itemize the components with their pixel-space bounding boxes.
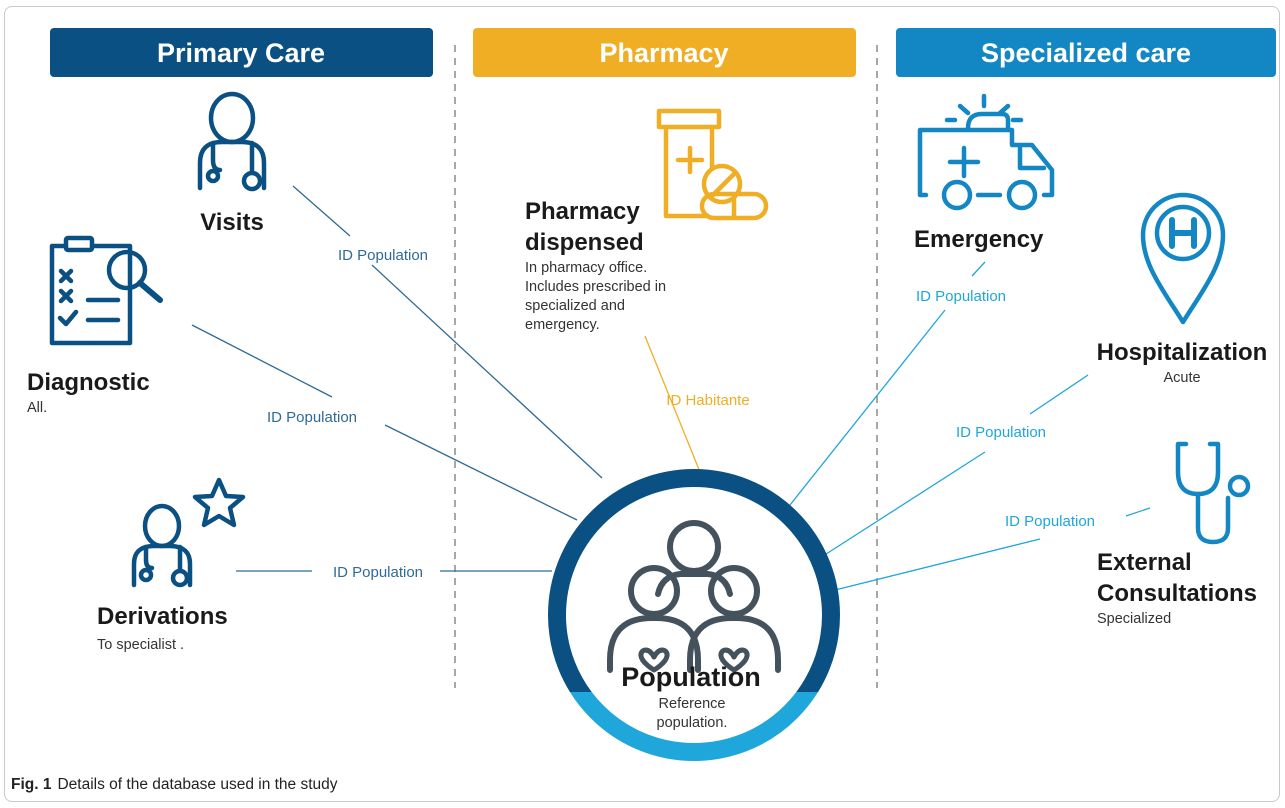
clipboard-search-icon bbox=[49, 235, 163, 346]
stethoscope-icon bbox=[1175, 441, 1251, 545]
header-primary-care: Primary Care bbox=[50, 28, 433, 77]
pharmacy-desc-line1: In pharmacy office. bbox=[525, 260, 647, 276]
population-ring bbox=[548, 469, 840, 761]
visits-title: Visits bbox=[200, 209, 264, 236]
figure-caption-text: Details of the database used in the stud… bbox=[57, 776, 338, 793]
link-label-emergency: ID Population bbox=[916, 288, 1006, 305]
connector-external bbox=[834, 507, 1151, 591]
derivations-title: Derivations bbox=[97, 603, 228, 630]
hospital-pin-icon bbox=[1140, 192, 1226, 325]
population-subtitle-line1: Reference bbox=[659, 696, 726, 712]
medicine-bottle-pill-icon bbox=[656, 108, 769, 221]
ambulance-icon bbox=[917, 93, 1055, 211]
connector-pharmacy bbox=[644, 335, 701, 473]
connector-hospitalization bbox=[822, 374, 1089, 557]
link-label-external: ID Population bbox=[1005, 513, 1095, 530]
diagnostic-title: Diagnostic bbox=[27, 369, 150, 396]
connector-emergency bbox=[785, 261, 986, 511]
connector-visits bbox=[292, 185, 603, 479]
link-label-visits: ID Population bbox=[338, 247, 428, 264]
family-hearts-icon bbox=[607, 520, 781, 673]
external-title-line1: External bbox=[1097, 549, 1192, 576]
header-primary-label: Primary Care bbox=[157, 38, 325, 68]
external-subtitle: Specialized bbox=[1097, 611, 1171, 627]
pharmacy-title-line1: Pharmacy bbox=[525, 198, 640, 225]
external-title-line2: Consultations bbox=[1097, 580, 1257, 607]
header-specialized-label: Specialized care bbox=[981, 38, 1191, 68]
link-label-hospitalization: ID Population bbox=[956, 424, 1046, 441]
hospitalization-subtitle: Acute bbox=[1163, 370, 1200, 386]
header-pharmacy-label: Pharmacy bbox=[599, 38, 728, 68]
pharmacy-desc-line3: specialized and bbox=[525, 298, 625, 314]
link-label-pharmacy: ID Habitante bbox=[666, 392, 749, 409]
figure-frame bbox=[4, 6, 1280, 802]
population-title: Population bbox=[621, 662, 760, 692]
figure-caption-label: Fig. 1 bbox=[11, 776, 52, 793]
header-specialized-care: Specialized care bbox=[896, 28, 1276, 77]
population-subtitle-line2: population. bbox=[657, 715, 728, 731]
connector-diagnostic bbox=[191, 324, 578, 521]
pharmacy-desc-line4: emergency. bbox=[525, 317, 600, 333]
derivations-subtitle: To specialist . bbox=[97, 637, 184, 653]
header-pharmacy: Pharmacy bbox=[473, 28, 856, 77]
hospitalization-title: Hospitalization bbox=[1097, 339, 1268, 366]
pharmacy-title-line2: dispensed bbox=[525, 229, 644, 256]
doctor-star-icon bbox=[131, 477, 246, 588]
doctor-icon bbox=[197, 91, 267, 192]
link-label-derivations: ID Population bbox=[333, 564, 423, 581]
pharmacy-desc-line2: Includes prescribed in bbox=[525, 279, 666, 295]
figure-caption: Fig. 1 Details of the database used in th… bbox=[11, 776, 338, 794]
emergency-title: Emergency bbox=[914, 226, 1044, 253]
diagnostic-subtitle: All. bbox=[27, 400, 47, 416]
link-label-diagnostic: ID Population bbox=[267, 409, 357, 426]
